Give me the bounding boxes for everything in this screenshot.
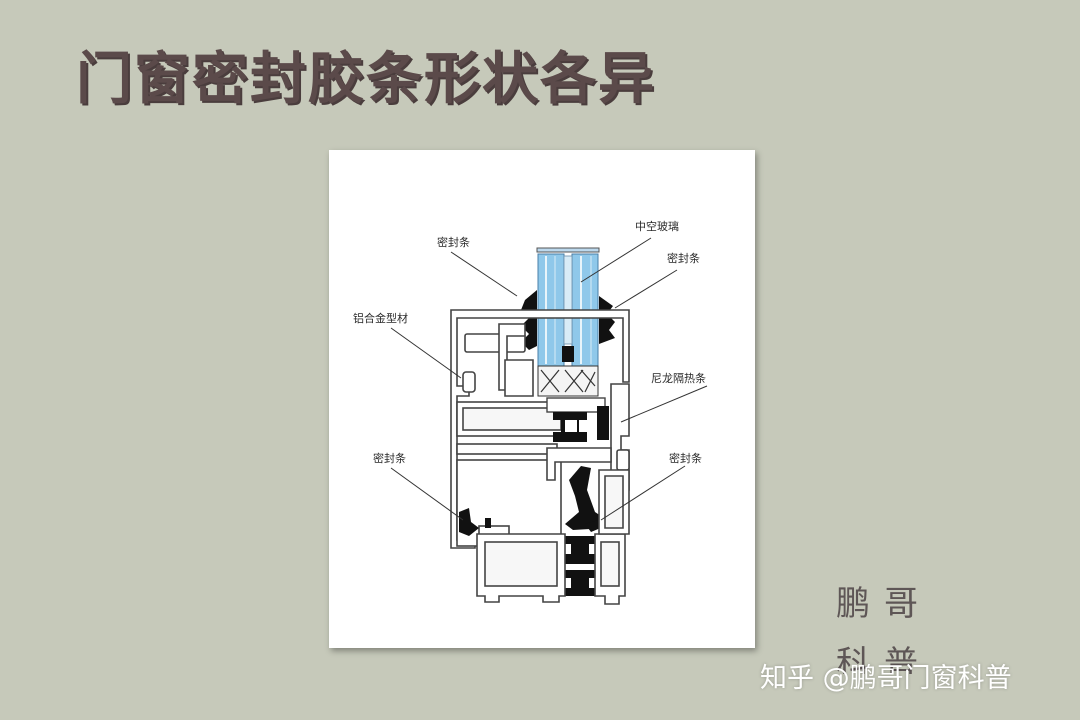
author-stamp-line2: 科普 (836, 644, 932, 674)
page-title: 门窗密封胶条形状各异 (76, 47, 656, 112)
aluminum-frame-lower (456, 401, 568, 547)
label-seal-top-right: 密封条 (667, 251, 700, 265)
insulating-glass (536, 247, 600, 397)
label-aluminum-profile: 铝合金型材 (353, 311, 408, 325)
source-watermark: 知乎 @鹏哥门窗科普 (760, 663, 1012, 694)
seal-glazing-left (521, 290, 537, 350)
label-seal-top-left: 密封条 (437, 235, 470, 249)
seal-glazing-right (599, 296, 615, 344)
label-insulating-glass: 中空玻璃 (635, 219, 679, 233)
leader-lines (390, 237, 708, 521)
nylon-thermal-break (546, 397, 609, 442)
author-stamp-line1: 鹏哥 (836, 584, 932, 624)
window-section-diagram: 密封条 中空玻璃 密封条 铝合金型材 尼龙隔热条 密封条 密封条 (353, 219, 708, 605)
label-seal-bottom-left: 密封条 (373, 451, 406, 465)
label-seal-bottom-right: 密封条 (669, 451, 702, 465)
aluminum-sash-right (546, 383, 630, 491)
seal-frame-bottom-left (459, 508, 491, 536)
aluminum-frame-bottom (476, 469, 630, 605)
nylon-thermal-break-lower (565, 536, 595, 596)
label-nylon-thermal-break: 尼龙隔热条 (651, 371, 706, 385)
callout-labels: 密封条 中空玻璃 密封条 铝合金型材 尼龙隔热条 密封条 密封条 (353, 219, 706, 465)
diagram-card: 密封条 中空玻璃 密封条 铝合金型材 尼龙隔热条 密封条 密封条 (329, 150, 755, 648)
